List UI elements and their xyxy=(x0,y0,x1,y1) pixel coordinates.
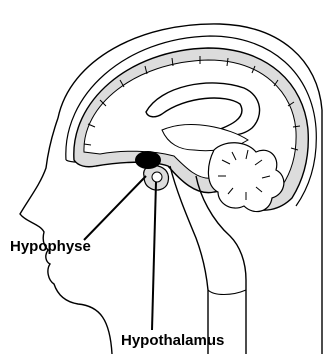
label-hypothalamus: Hypothalamus xyxy=(121,332,224,349)
hypophyse-leader-line xyxy=(84,176,146,240)
hypothalamus-leader-line xyxy=(152,182,156,330)
pituitary-gland xyxy=(135,151,161,169)
label-hypophyse: Hypophyse xyxy=(10,238,91,255)
spinal-canal xyxy=(208,290,246,295)
hypothalamus-nucleus xyxy=(152,172,162,182)
